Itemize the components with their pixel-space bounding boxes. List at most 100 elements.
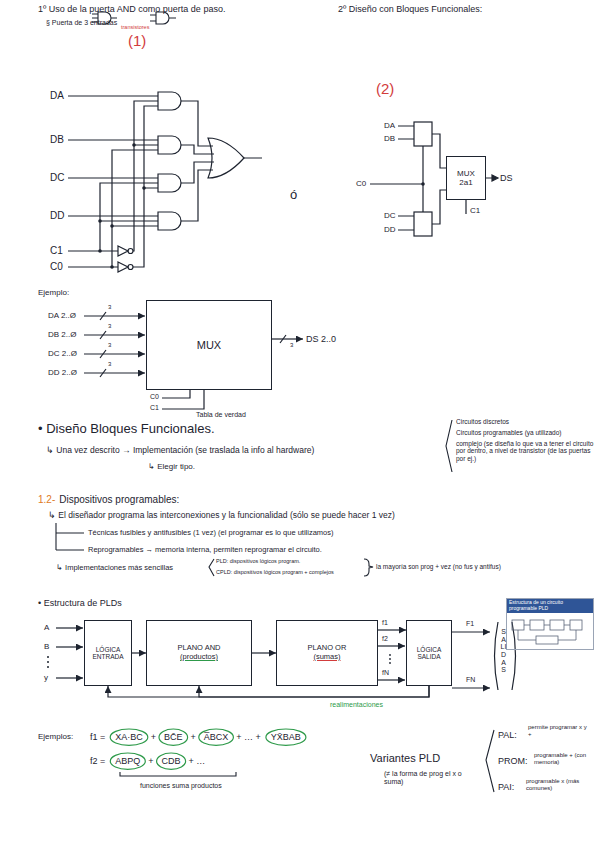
note-brackets: [56, 420, 494, 792]
signal-name: C1: [50, 245, 63, 257]
mini-box: [570, 620, 582, 630]
thumbnail-panel: Estructura de un circuito programable PL…: [506, 598, 594, 650]
or-plane-box: PLANO OR(sumas): [276, 620, 378, 686]
signal-name: y: [44, 673, 48, 682]
handwritten-note: Ejemplos:: [38, 732, 73, 741]
output-arrow: [452, 631, 490, 632]
handwritten-note: • Diseño Bloques Funcionales.: [38, 422, 215, 437]
signal-name: FN: [466, 676, 475, 684]
function-arrow: [378, 679, 405, 680]
node-title: PLANO OR: [308, 644, 347, 653]
or-gate-symbol: [208, 138, 244, 178]
node-title: LÓGICA SALIDA: [410, 646, 448, 661]
handwritten-note: programable + (con memoria): [534, 752, 592, 766]
mini-wire: [518, 625, 576, 640]
bus-line: [84, 334, 145, 335]
junction-dot: [132, 143, 136, 147]
callout-number: (1): [128, 32, 146, 49]
bus-width: 3: [108, 323, 111, 330]
formula-term: +: [148, 756, 153, 766]
handwritten-note: Dispositivos programables:: [59, 494, 179, 506]
signal-name: F1: [466, 620, 474, 628]
connector-arrow: [252, 652, 276, 653]
term-oval: [110, 753, 145, 769]
bus-width: 3: [108, 361, 111, 368]
signal-name: C0: [150, 393, 159, 401]
bus-width: 3: [108, 304, 111, 311]
term-oval: [266, 729, 306, 745]
mux-block-circuit: [370, 122, 498, 236]
mini-box: [550, 620, 564, 630]
connector-arrow: [199, 686, 429, 697]
junction-dot: [142, 186, 146, 190]
node-title: MUX 2a1: [450, 169, 482, 187]
term-oval: [199, 729, 234, 745]
term-oval: [159, 729, 188, 745]
formula-term: +: [191, 732, 196, 742]
bus-line: [84, 372, 145, 373]
signal-name: DA: [50, 90, 64, 102]
signal-name: DA: [384, 121, 395, 130]
handwritten-note: la mayoría son prog + vez (no fus y anti…: [376, 563, 501, 570]
signal-name: B: [44, 642, 49, 651]
signal-name: C0: [50, 261, 63, 273]
wire: [162, 390, 204, 409]
wire: [68, 101, 158, 267]
handwritten-note: Variantes PLD: [370, 752, 440, 765]
node-subtitle: (sumas): [313, 653, 340, 662]
connector-arrow: [108, 686, 429, 697]
formula-term: XA·BC: [115, 732, 143, 742]
term-oval: [110, 729, 148, 745]
junction-dots: [98, 143, 425, 269]
dot: [389, 654, 391, 656]
brace: [209, 559, 214, 576]
dot: [389, 662, 391, 664]
bus-width: 3: [108, 342, 111, 349]
input-arrow: [56, 646, 83, 647]
bus-line: [84, 353, 145, 354]
input-arrow: [56, 677, 83, 678]
formula-term: ABPQ: [115, 756, 140, 766]
signal-name: DD: [50, 210, 64, 222]
mux-box: MUX 2a1: [446, 156, 486, 200]
handwritten-note: complejo (se diseña lo que va a tener el…: [456, 440, 594, 462]
signal-name: C1: [150, 404, 159, 412]
handwritten-note: (≠ la forma de prog el x o suma): [384, 770, 474, 786]
junction-dot: [110, 265, 114, 269]
inverter-symbol: [118, 246, 128, 272]
signal-name: DA 2..Ø: [48, 311, 76, 320]
and-gate-symbol: [158, 92, 181, 230]
pld-structure-wires: [56, 622, 516, 690]
formula-term: + … +: [236, 732, 261, 742]
inverter-bubble: [128, 249, 133, 254]
signal-name: DC: [384, 211, 396, 220]
dot: [389, 658, 391, 660]
signal-name: DD: [384, 225, 396, 234]
node-title: PLANO AND: [178, 644, 221, 653]
brace: [486, 730, 494, 792]
junction-dot: [98, 219, 102, 223]
signal-name: DS: [500, 173, 513, 183]
signal-name: DC: [50, 172, 64, 184]
input-logic-box: LÓGICA ENTRADA: [84, 620, 132, 686]
junction-dot: [110, 224, 114, 228]
formula-term: f2 =: [90, 756, 105, 766]
formula-term: A̅BCX: [204, 732, 229, 742]
handwritten-note: ↳ El diseñador programa las interconexio…: [48, 511, 395, 521]
small-mux-block: [414, 212, 432, 236]
bus-line: [84, 315, 145, 316]
wire: [181, 101, 262, 221]
handwritten-note: funciones suma productos: [140, 782, 222, 790]
formula-term: +: [151, 732, 156, 742]
signal-name: DB: [384, 134, 395, 143]
vertical-label: SALIDAS: [500, 628, 507, 674]
handwritten-note: PAI:: [498, 782, 514, 792]
small-mux-block: [414, 122, 432, 146]
mini-box: [530, 620, 544, 630]
formula-term: YX̄BAB: [271, 732, 301, 742]
handwritten-note: Tabla de verdad: [196, 411, 246, 419]
handwritten-note: PROM:: [498, 756, 528, 766]
brace: [446, 420, 452, 472]
function-arrow: [378, 645, 405, 646]
